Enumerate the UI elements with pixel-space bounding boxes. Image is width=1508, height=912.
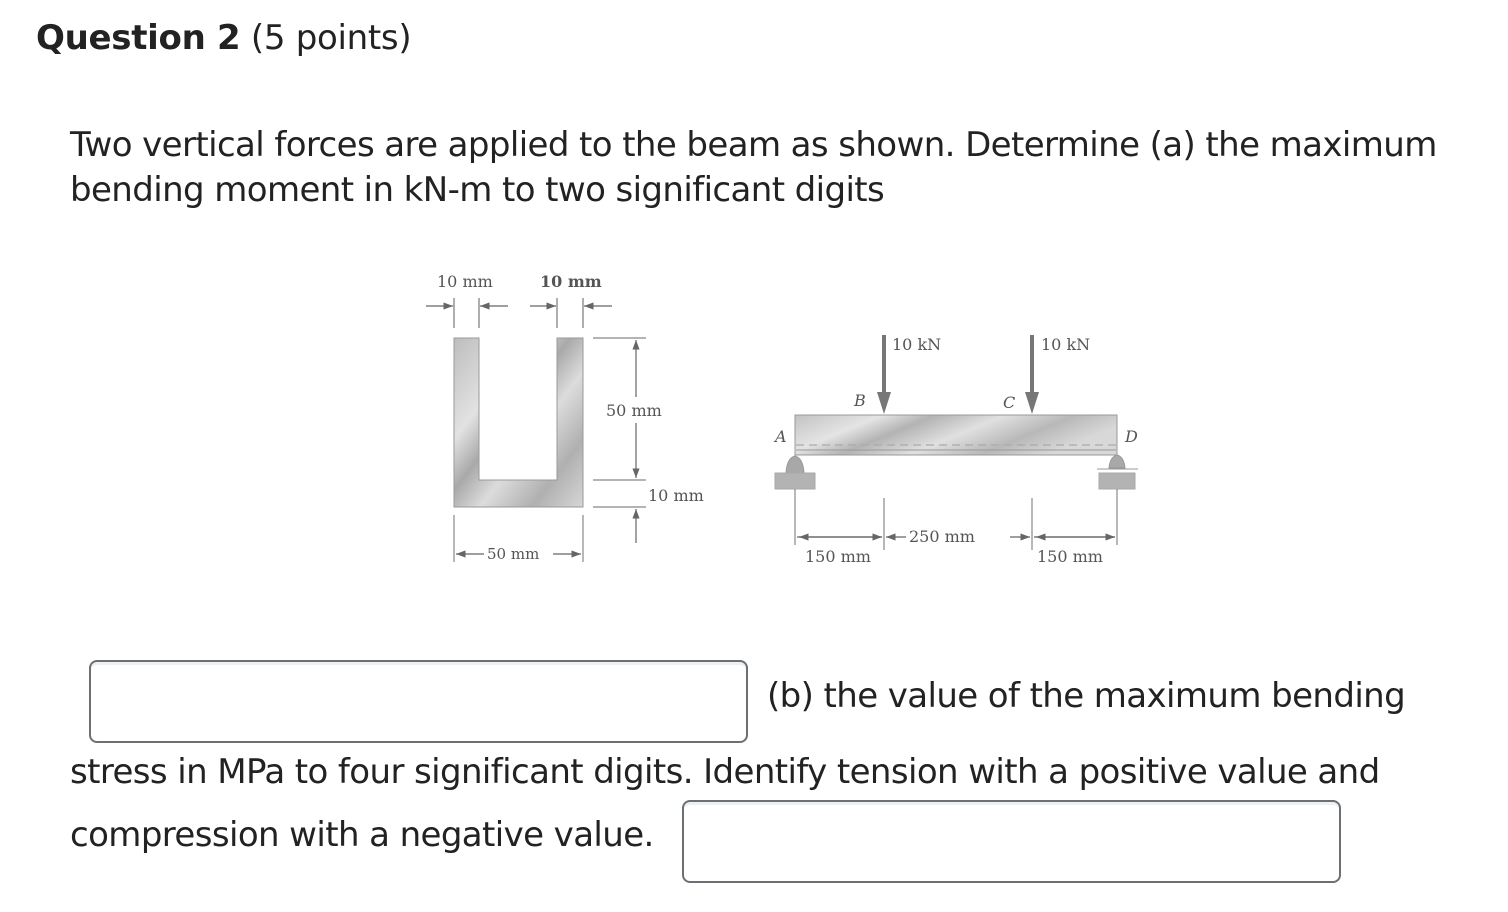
- part-b-text-line-1: (b) the value of the maximum bending: [767, 676, 1406, 716]
- answer-a-input[interactable]: [89, 660, 748, 743]
- cs-total-width-label: 50 mm: [487, 545, 539, 563]
- part-b-text-line-3: compression with a negative value.: [70, 815, 654, 855]
- point-a-label: A: [773, 427, 787, 446]
- answer-b-input[interactable]: [682, 800, 1341, 883]
- load-b-label: 10 kN: [892, 335, 941, 354]
- question-points: (5 points): [250, 18, 412, 58]
- cross-section-diagram: 10 mm 10 mm 50 mm 10 mm: [426, 272, 704, 563]
- load-c-label: 10 kN: [1041, 335, 1090, 354]
- span-ab-label: 150 mm: [805, 547, 871, 566]
- question-title: Question 2: [36, 18, 241, 58]
- beam-figure: 10 mm 10 mm 50 mm 10 mm: [420, 260, 1160, 580]
- span-bc-label: 250 mm: [909, 527, 975, 546]
- cs-top-right-label: 10 mm: [540, 272, 602, 291]
- point-b-label: B: [853, 391, 866, 410]
- span-cd-label: 150 mm: [1037, 547, 1103, 566]
- point-c-label: C: [1003, 393, 1015, 412]
- cs-inner-height-label: 50 mm: [606, 401, 662, 420]
- point-d-label: D: [1124, 427, 1138, 446]
- cs-top-left-label: 10 mm: [437, 272, 493, 291]
- question-header: Question 2 (5 points): [36, 18, 412, 58]
- part-b-text-line-2: stress in MPa to four significant digits…: [70, 752, 1380, 792]
- question-prompt: Two vertical forces are applied to the b…: [70, 125, 1437, 210]
- cs-bottom-thickness-label: 10 mm: [648, 486, 704, 505]
- beam-diagram: 10 kN 10 kN A B C D 250 mm 150 mm 150 mm: [773, 335, 1138, 566]
